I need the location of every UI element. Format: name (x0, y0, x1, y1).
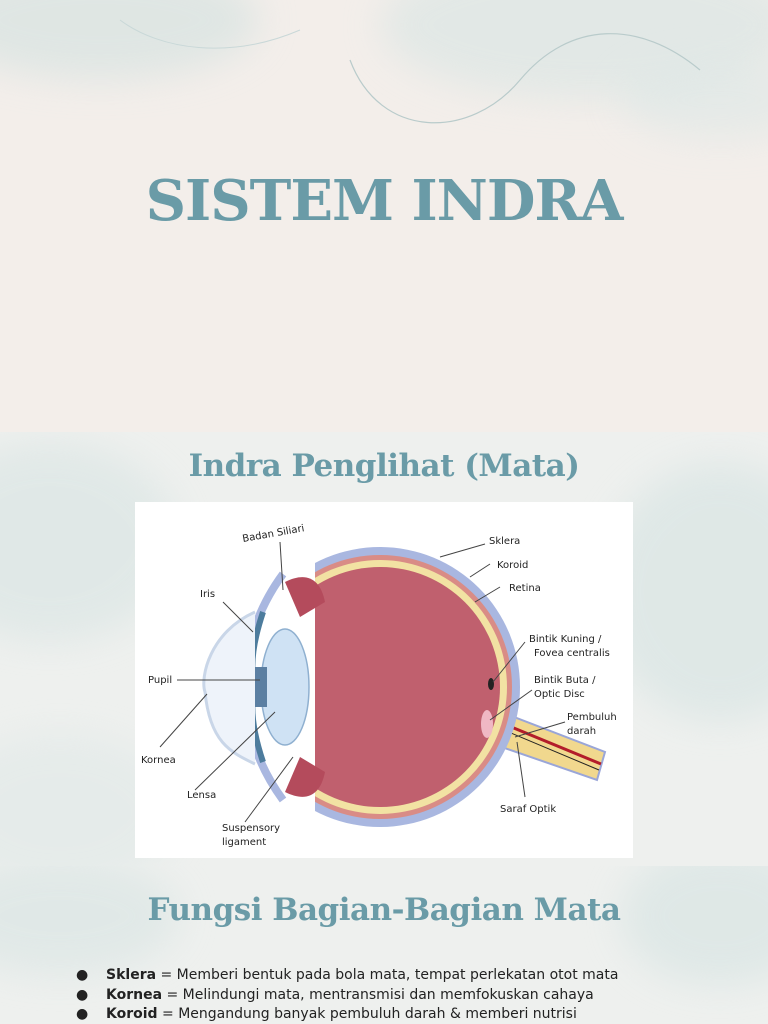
label-iris: Iris (200, 589, 215, 600)
eye-anatomy-diagram: Badan Siliari Sklera Koroid Retina Iris … (135, 502, 633, 858)
decorative-swirl (119, 19, 701, 124)
label-bintik-buta: Bintik Buta / (534, 675, 596, 686)
label-optic-disc: Optic Disc (534, 689, 585, 700)
term-koroid: Koroid (106, 1006, 158, 1022)
label-koroid: Koroid (497, 560, 528, 571)
page-title: SISTEM INDRA (145, 168, 624, 234)
fovea (488, 678, 494, 690)
label-fovea-centralis: Fovea centralis (534, 648, 610, 659)
label-saraf-optik: Saraf Optik (500, 804, 556, 815)
lens (260, 628, 310, 746)
bullet-icon: ● (76, 986, 89, 1003)
label-pupil: Pupil (148, 675, 172, 686)
label-retina: Retina (509, 583, 541, 594)
list-item: ● Koroid = Mengandung banyak pembuluh dar… (72, 1005, 618, 1024)
label-suspensory: Suspensory (222, 823, 280, 834)
cornea (202, 610, 256, 766)
optic-disc (481, 710, 493, 738)
label-darah: darah (567, 726, 596, 737)
label-bintik-kuning: Bintik Kuning / (529, 634, 602, 645)
title-slide: SISTEM INDRA (0, 0, 768, 432)
desc-kornea: = Melindungi mata, mentransmisi dan memf… (162, 986, 594, 1003)
desc-sklera: = Memberi bentuk pada bola mata, tempat … (156, 967, 619, 983)
ciliary-body (285, 577, 325, 617)
label-pembuluh: Pembuluh (567, 712, 617, 723)
label-badan-siliari: Badan Siliari (242, 523, 306, 545)
label-lensa: Lensa (187, 790, 216, 801)
label-kornea: Kornea (141, 755, 176, 766)
term-kornea: Kornea (106, 986, 163, 1003)
list-item: ● Kornea = Melindungi mata, mentransmisi … (72, 986, 618, 1006)
functions-slide: Fungsi Bagian-Bagian Mata ● Sklera = Memb… (0, 866, 768, 1024)
label-ligament: ligament (222, 837, 266, 848)
section-title: Fungsi Bagian-Bagian Mata (147, 892, 621, 928)
desc-koroid: = Mengandung banyak pembuluh darah & mem… (157, 1006, 577, 1022)
bullet-icon: ● (76, 1006, 89, 1022)
section-title: Indra Penglihat (Mata) (188, 448, 580, 484)
function-list: ● Sklera = Memberi bentuk pada bola mata,… (72, 966, 618, 1024)
list-item: ● Sklera = Memberi bentuk pada bola mata,… (72, 966, 618, 986)
watercolor-wash (620, 60, 768, 140)
eye-diagram-slide: Indra Penglihat (Mata) (0, 432, 768, 866)
term-sklera: Sklera (106, 967, 157, 983)
label-sklera: Sklera (489, 536, 520, 547)
bullet-icon: ● (76, 967, 89, 983)
vitreous-body (260, 567, 500, 807)
